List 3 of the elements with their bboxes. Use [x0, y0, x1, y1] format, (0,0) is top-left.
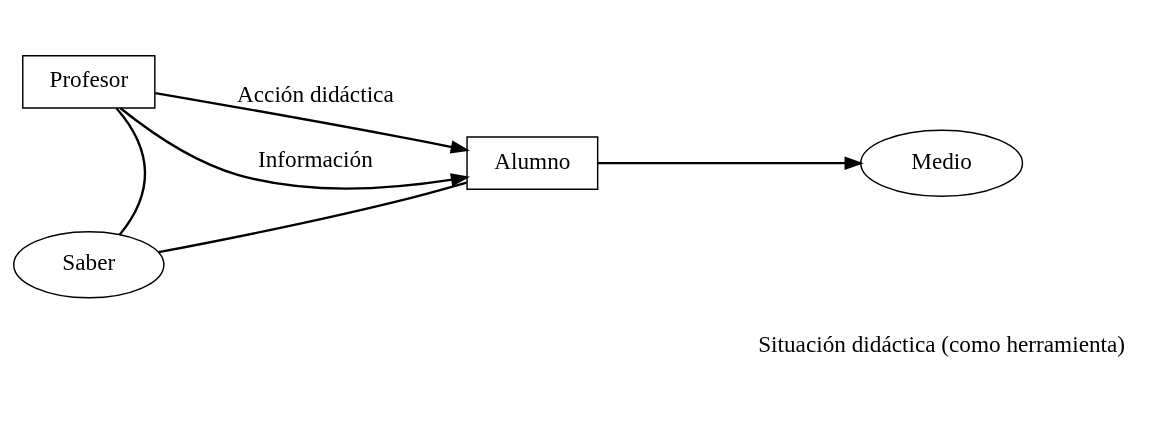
label: Situación didáctica (como herramienta) [758, 330, 1126, 357]
edge-label: Acción didáctica [237, 80, 394, 107]
edge-label: Información [258, 146, 373, 173]
